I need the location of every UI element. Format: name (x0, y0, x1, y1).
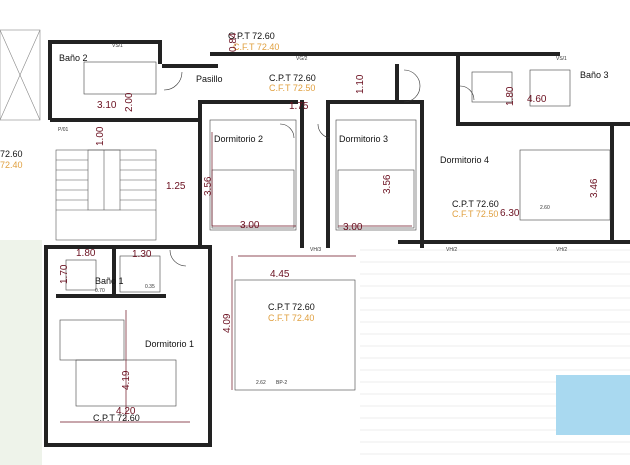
tag-vh3: VH/3 (310, 247, 322, 253)
dim-d1-v: 4.19 (121, 370, 132, 390)
room-label-bano3: Baño 3 (580, 70, 609, 80)
furniture (59, 61, 611, 407)
dim-d3-v: 3.56 (382, 174, 393, 194)
dim-terrace-v: 4.09 (222, 313, 233, 333)
tag-vh2-a: VH/2 (446, 247, 458, 253)
dim-stair-v: 1.00 (95, 126, 106, 146)
dim-hall-w: 1.25 (166, 181, 186, 192)
stair (55, 149, 157, 241)
room-label-dorm1: Dormitorio 1 (145, 339, 195, 349)
dim-b1-v: 1.70 (59, 264, 70, 284)
room-label-pasillo: Pasillo (196, 74, 223, 84)
level-cft-pasillo: C.F.T 72.50 (269, 83, 316, 93)
tag-small-b: 0.35 (145, 284, 155, 290)
tag-p01: P/01 (58, 127, 69, 133)
level-cft-terrace: C.F.T 72.40 (268, 313, 315, 323)
room-label-dorm2: Dormitorio 2 (214, 134, 264, 144)
room-label-bano2: Baño 2 (59, 53, 88, 63)
dim-d2-v: 3.56 (203, 176, 214, 196)
level-cpt-dorm4: C.P.T 72.60 (452, 199, 499, 209)
dim-d1-w: 4.20 (116, 406, 136, 417)
level-cft-dorm4: C.F.T 72.50 (452, 209, 499, 219)
dim-d3-w: 3.00 (343, 222, 363, 233)
tag-dim-262: 2.62 (256, 380, 266, 386)
tag-vs1-right: VS/1 (556, 56, 567, 62)
dim-pasillo-v: 1.10 (355, 74, 366, 94)
tag-vh2-b: VH/2 (556, 247, 568, 253)
dim-b3-w: 4.60 (527, 94, 547, 105)
dim-d4-w: 6.30 (500, 208, 520, 219)
roof-hatch (0, 29, 41, 121)
garden-left (0, 240, 42, 465)
tag-vs1-left: VS/1 (112, 43, 123, 49)
level-cpt-pasillo: C.P.T 72.60 (269, 73, 316, 83)
dimension-lines (60, 132, 412, 423)
dim-top-v: 0.84 (228, 32, 239, 52)
walls (44, 40, 630, 447)
dim-pasillo-h: 1.75 (289, 101, 309, 112)
level-cpt-top: C.P.T 72.60 (228, 31, 275, 41)
level-cpt-dorm1: C.P.T 72.60 (93, 413, 140, 423)
doors (163, 69, 475, 267)
level-cft-top: C.F.T 72.40 (233, 42, 280, 52)
room-label-dorm3: Dormitorio 3 (339, 134, 389, 144)
dim-bano2-h: 2.00 (124, 92, 135, 112)
level-cpt-left-partial: 72.60 (0, 149, 23, 159)
tag-bp2: BP-2 (276, 380, 288, 386)
room-label-bano1: Baño 1 (95, 276, 124, 286)
level-cft-left-partial: 72.40 (0, 160, 23, 170)
pool (556, 375, 630, 435)
dim-terrace-w: 4.45 (270, 269, 290, 280)
dim-b1-a: 1.80 (76, 248, 96, 259)
tag-dim-260: 2.60 (540, 205, 550, 211)
tag-vg2-top: VG/2 (296, 56, 308, 62)
tag-small-a: 0.70 (95, 288, 105, 294)
dim-b3-v: 1.80 (505, 86, 516, 106)
dim-bano2-w: 3.10 (97, 100, 117, 111)
dim-b1-b: 1.30 (132, 249, 152, 260)
level-cpt-terrace: C.P.T 72.60 (268, 302, 315, 312)
dim-d2-w: 3.00 (240, 220, 260, 231)
dim-d4-v: 3.46 (589, 178, 600, 198)
room-label-dorm4: Dormitorio 4 (440, 155, 490, 165)
